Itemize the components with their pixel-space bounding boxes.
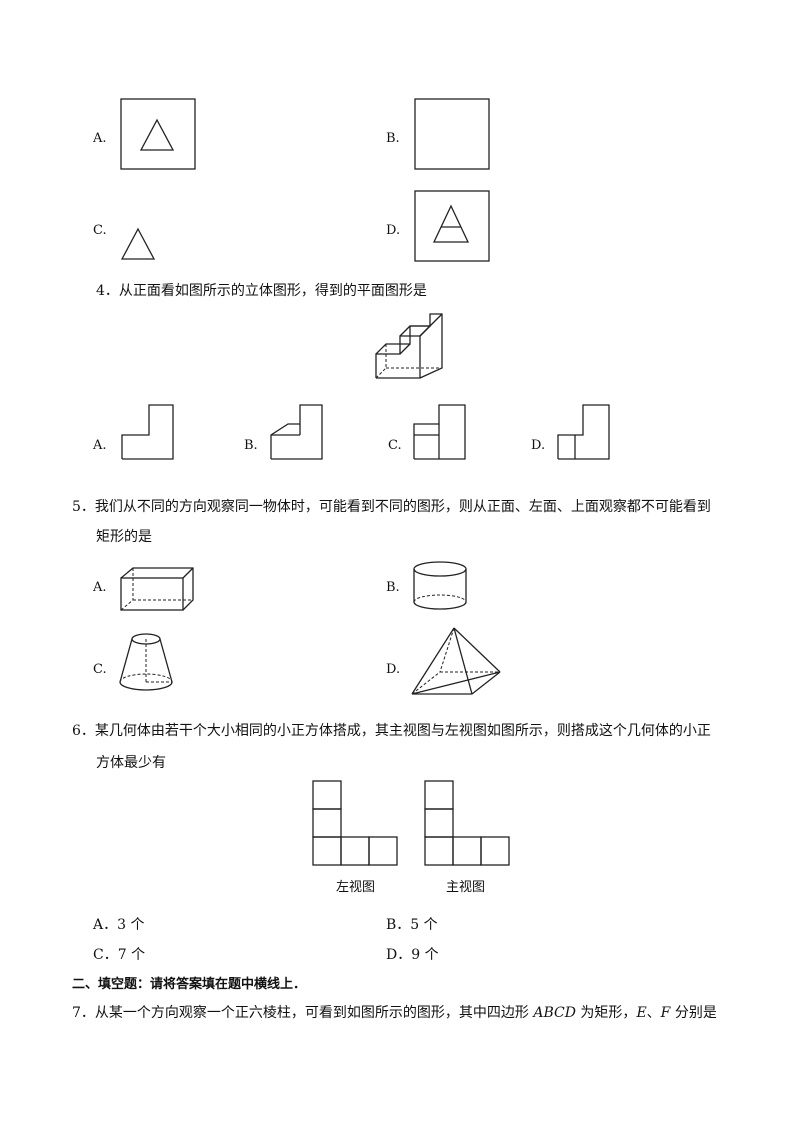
q5-option-a-label: A. bbox=[93, 580, 107, 595]
q5-stem-line1: 5．我们从不同的方向观察同一物体时，可能看到不同的图形，则从正面、左面、上面观察… bbox=[72, 498, 711, 516]
q5-text-line1: 我们从不同的方向观察同一物体时，可能看到不同的图形，则从正面、左面、上面观察都不… bbox=[94, 499, 711, 515]
q3-option-c-label: C. bbox=[93, 223, 107, 238]
q3-option-a-figure bbox=[120, 98, 196, 170]
q6-number: 6． bbox=[72, 723, 95, 739]
q7-text-b: 为矩形， bbox=[575, 1005, 637, 1021]
q6-front-view-caption: 主视图 bbox=[446, 880, 486, 895]
q6-option-d: D．9 个 bbox=[386, 947, 439, 963]
q3-option-b-figure bbox=[414, 98, 490, 170]
q4-option-c-label: C. bbox=[388, 438, 402, 453]
q4-number: 4． bbox=[96, 283, 119, 299]
q6-left-view-grid bbox=[312, 780, 398, 866]
q6-option-b: B．5 个 bbox=[386, 917, 438, 933]
q6-left-view-caption: 左视图 bbox=[336, 880, 376, 895]
q5-option-a-cuboid bbox=[120, 567, 194, 611]
q3-option-d-label: D. bbox=[386, 223, 401, 238]
q6-stem-line2: 方体最少有 bbox=[96, 755, 166, 771]
q4-solid-figure bbox=[375, 313, 443, 379]
q7-point-e: E bbox=[636, 1005, 647, 1021]
q7-point-f: F bbox=[660, 1005, 671, 1021]
q5-option-c-label: C. bbox=[93, 662, 107, 677]
q3-option-b-label: B. bbox=[386, 131, 400, 146]
q7-text-d: 分别是 bbox=[670, 1005, 717, 1021]
q6-option-a: A．3 个 bbox=[93, 917, 145, 933]
q5-option-b-cylinder bbox=[413, 561, 467, 610]
q7-number: 7． bbox=[72, 1005, 95, 1021]
q4-option-b-figure bbox=[270, 404, 323, 460]
q4-option-c-figure bbox=[413, 404, 466, 460]
q4-text: 从正面看如图所示的立体图形，得到的平面图形是 bbox=[118, 283, 427, 299]
q4-option-a-label: A. bbox=[93, 438, 107, 453]
q4-option-a-figure bbox=[121, 404, 174, 460]
q6-stem-line1: 6．某几何体由若干个大小相同的小正方体搭成，其主视图与左视图如图所示，则搭成这个… bbox=[72, 722, 711, 740]
q5-option-d-label: D. bbox=[386, 662, 401, 677]
q7-stem: 7．从某一个方向观察一个正六棱柱，可看到如图所示的图形，其中四边形 ABCD 为… bbox=[72, 1004, 717, 1022]
q5-number: 5． bbox=[72, 499, 95, 515]
q6-front-view-grid bbox=[424, 780, 510, 866]
section-2-heading: 二、填空题：请将答案填在题中横线上． bbox=[72, 977, 307, 992]
q4-stem: 4．从正面看如图所示的立体图形，得到的平面图形是 bbox=[96, 282, 427, 300]
q3-option-d-figure bbox=[414, 190, 490, 262]
q4-option-b-label: B. bbox=[244, 438, 258, 453]
q5-option-b-label: B. bbox=[386, 580, 400, 595]
q5-stem-line2: 矩形的是 bbox=[96, 529, 152, 545]
q7-abcd: ABCD bbox=[533, 1005, 576, 1021]
q6-text-line1: 某几何体由若干个大小相同的小正方体搭成，其主视图与左视图如图所示，则搭成这个几何… bbox=[94, 723, 711, 739]
q5-option-c-frustum bbox=[119, 633, 173, 691]
q3-option-c-figure bbox=[120, 227, 156, 260]
q6-option-c: C．7 个 bbox=[93, 947, 146, 963]
q4-option-d-figure bbox=[557, 404, 610, 460]
q3-option-a-label: A. bbox=[93, 131, 107, 146]
q7-text-a: 从某一个方向观察一个正六棱柱，可看到如图所示的图形，其中四边形 bbox=[94, 1005, 534, 1021]
q7-text-c: 、 bbox=[646, 1005, 661, 1021]
q4-option-d-label: D. bbox=[531, 438, 546, 453]
q5-option-d-pyramid bbox=[411, 627, 501, 695]
